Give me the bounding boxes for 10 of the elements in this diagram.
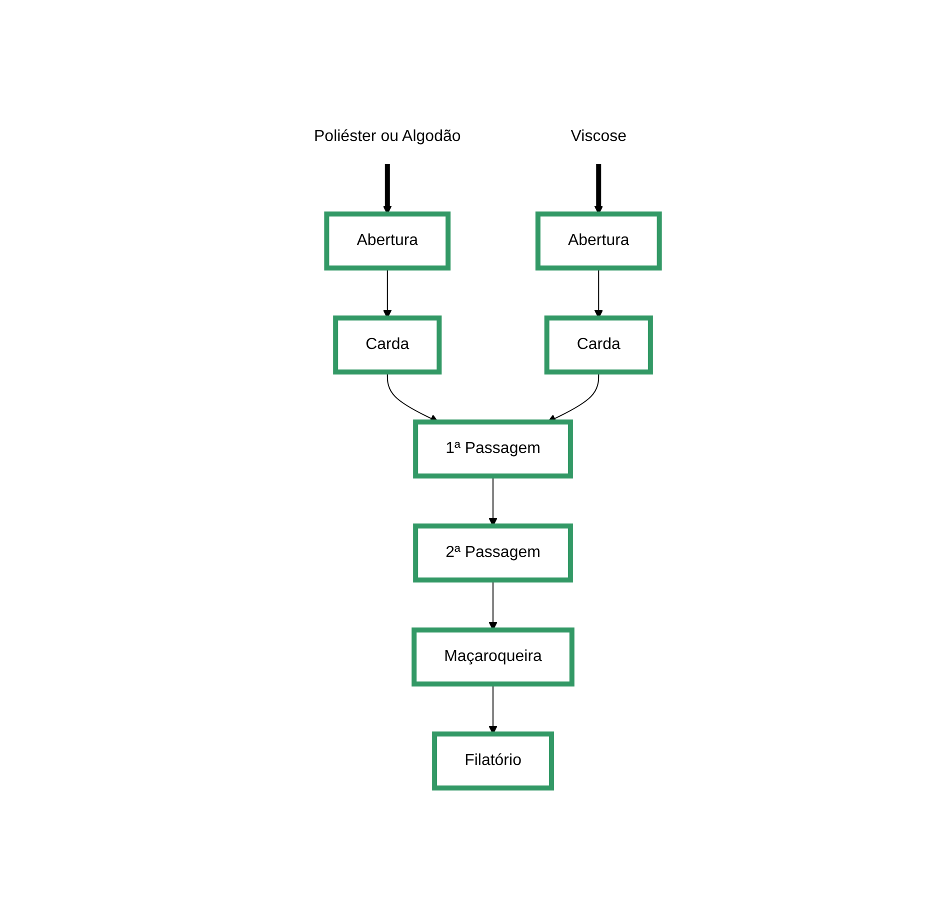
node-box: Abertura xyxy=(324,212,451,270)
node-box: 1ª Passagem xyxy=(413,420,574,478)
node-box: Filatório xyxy=(432,731,554,790)
node-box: Abertura xyxy=(536,212,662,270)
node-box: Carda xyxy=(544,316,654,374)
node-box: 2ª Passagem xyxy=(413,524,574,582)
node-text: Poliéster ou Algodão xyxy=(314,128,462,145)
node-text: Viscose xyxy=(571,128,627,145)
node-box: Maçaroqueira xyxy=(412,628,575,686)
node-box: Carda xyxy=(333,316,442,374)
